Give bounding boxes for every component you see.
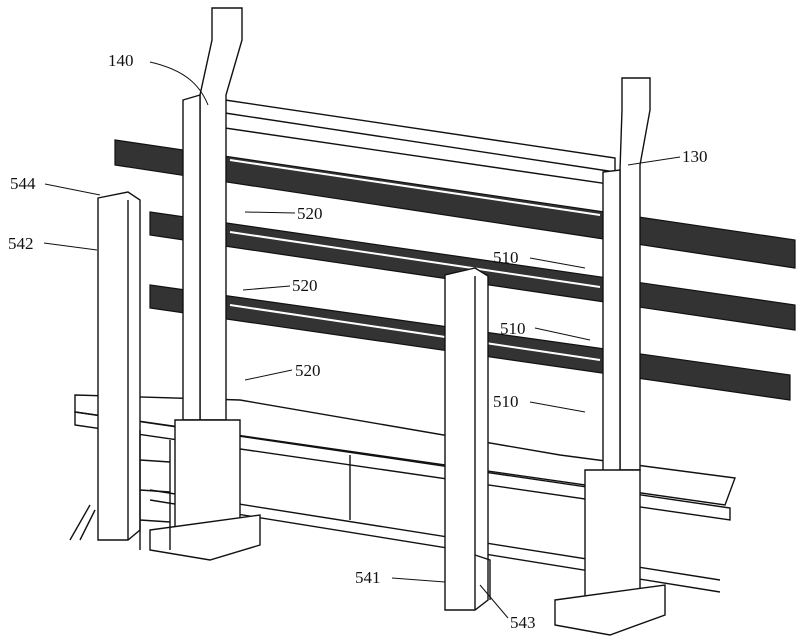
column-130 (554, 77, 666, 636)
label-543: 543 (510, 613, 536, 632)
panel-541 (444, 267, 491, 611)
label-520-middle: 520 (292, 276, 318, 295)
label-510-middle: 510 (500, 319, 526, 338)
column-140 (149, 7, 261, 561)
ladder (139, 430, 171, 550)
label-542: 542 (8, 234, 34, 253)
label-520-top: 520 (297, 204, 323, 223)
leader-lines (43, 61, 681, 619)
label-510-top: 510 (493, 248, 519, 267)
label-544: 544 (10, 174, 36, 193)
label-140: 140 (108, 51, 134, 70)
panel-542 (69, 191, 141, 541)
label-541: 541 (355, 568, 381, 587)
label-520-bottom: 520 (295, 361, 321, 380)
label-510-bottom: 510 (493, 392, 519, 411)
label-130: 130 (682, 147, 708, 166)
